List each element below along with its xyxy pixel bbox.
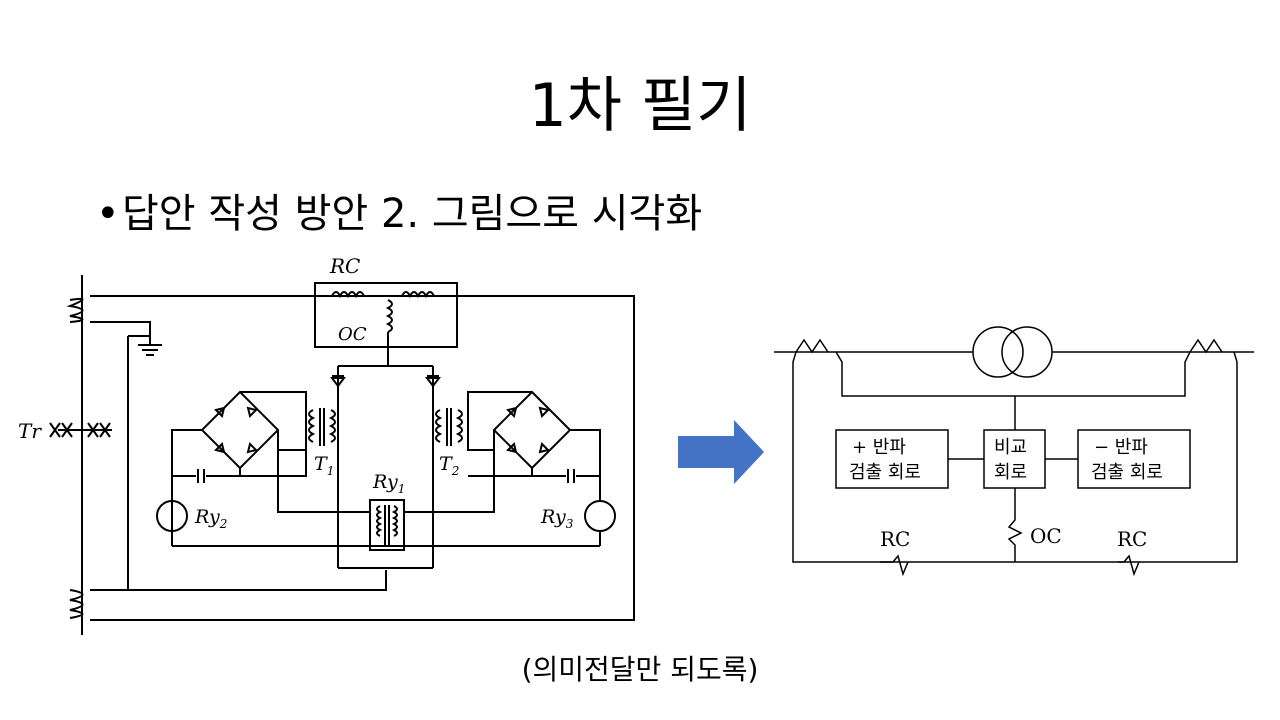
bullet-text: 답안 작성 방안 2. 그림으로 시각화: [122, 191, 703, 237]
right-bridge: [492, 390, 572, 470]
top-ct-coil: [66, 297, 84, 323]
rc-left-label: RC: [880, 527, 910, 551]
label-oc: OC: [338, 324, 367, 345]
rc-left-resistor: [880, 554, 909, 577]
minus-block-line2: 검출 회로: [1091, 462, 1163, 483]
label-ry3: Ry3: [540, 506, 574, 531]
slide-title: 1차 필기: [528, 71, 752, 141]
ground-wire: [90, 321, 151, 345]
ry3-relay: [584, 500, 616, 532]
label-t2: T2: [439, 453, 459, 478]
diode-left: [330, 375, 346, 388]
simplified-circuit-labels: + 반파 검출 회로 비교 회로 − 반파 검출 회로 RC OC RC: [849, 437, 1163, 551]
label-ry1: Ry1: [372, 471, 405, 496]
oc-resistor: [1007, 488, 1023, 562]
oc-label: OC: [1030, 524, 1062, 548]
t2-primary: [435, 409, 443, 443]
simplified-circuit-diagram: [774, 326, 1254, 577]
label-ry2: Ry2: [194, 506, 227, 531]
rc-right-label: RC: [1117, 527, 1147, 551]
t2-secondary: [455, 409, 463, 443]
transformer-right-circle: [1001, 326, 1053, 378]
oc-coil: [385, 299, 393, 333]
rc-oc-box: [314, 282, 458, 348]
plus-block-line2: 검출 회로: [849, 462, 921, 483]
label-rc: RC: [329, 254, 360, 278]
ry1-relay-box: [369, 499, 405, 551]
bottom-ct-coil: [69, 589, 84, 619]
transform-arrow-icon: [678, 420, 764, 484]
t1-primary: [308, 409, 316, 443]
label-t1: T1: [314, 453, 334, 478]
bullet-item: •답안 작성 방안 2. 그림으로 시각화: [96, 186, 702, 242]
original-circuit-diagram: [49, 275, 635, 635]
plus-block-line1: + 반파: [852, 437, 906, 458]
rc-right-resistor: [1118, 554, 1140, 577]
slide-caption: (의미전달만 되도록): [521, 653, 759, 686]
left-ct: [795, 338, 829, 354]
minus-block-line1: − 반파: [1094, 437, 1148, 458]
compare-block-line1: 비교: [994, 437, 1027, 458]
right-ct: [1189, 338, 1223, 354]
outer-loop: [90, 295, 635, 621]
original-circuit-labels: RC OC Tr T1 T2 Ry1 Ry2 Ry3: [18, 254, 574, 531]
transformer-left-circle: [972, 326, 1024, 378]
compare-block-line2: 회로: [994, 462, 1027, 483]
label-tr: Tr: [18, 419, 42, 443]
left-bridge: [200, 390, 280, 470]
diode-right: [425, 375, 441, 388]
t1-secondary: [328, 409, 336, 443]
inner-rail: [835, 351, 1191, 397]
rc-resistor-right: [401, 291, 435, 299]
rc-resistor-left: [331, 291, 365, 299]
